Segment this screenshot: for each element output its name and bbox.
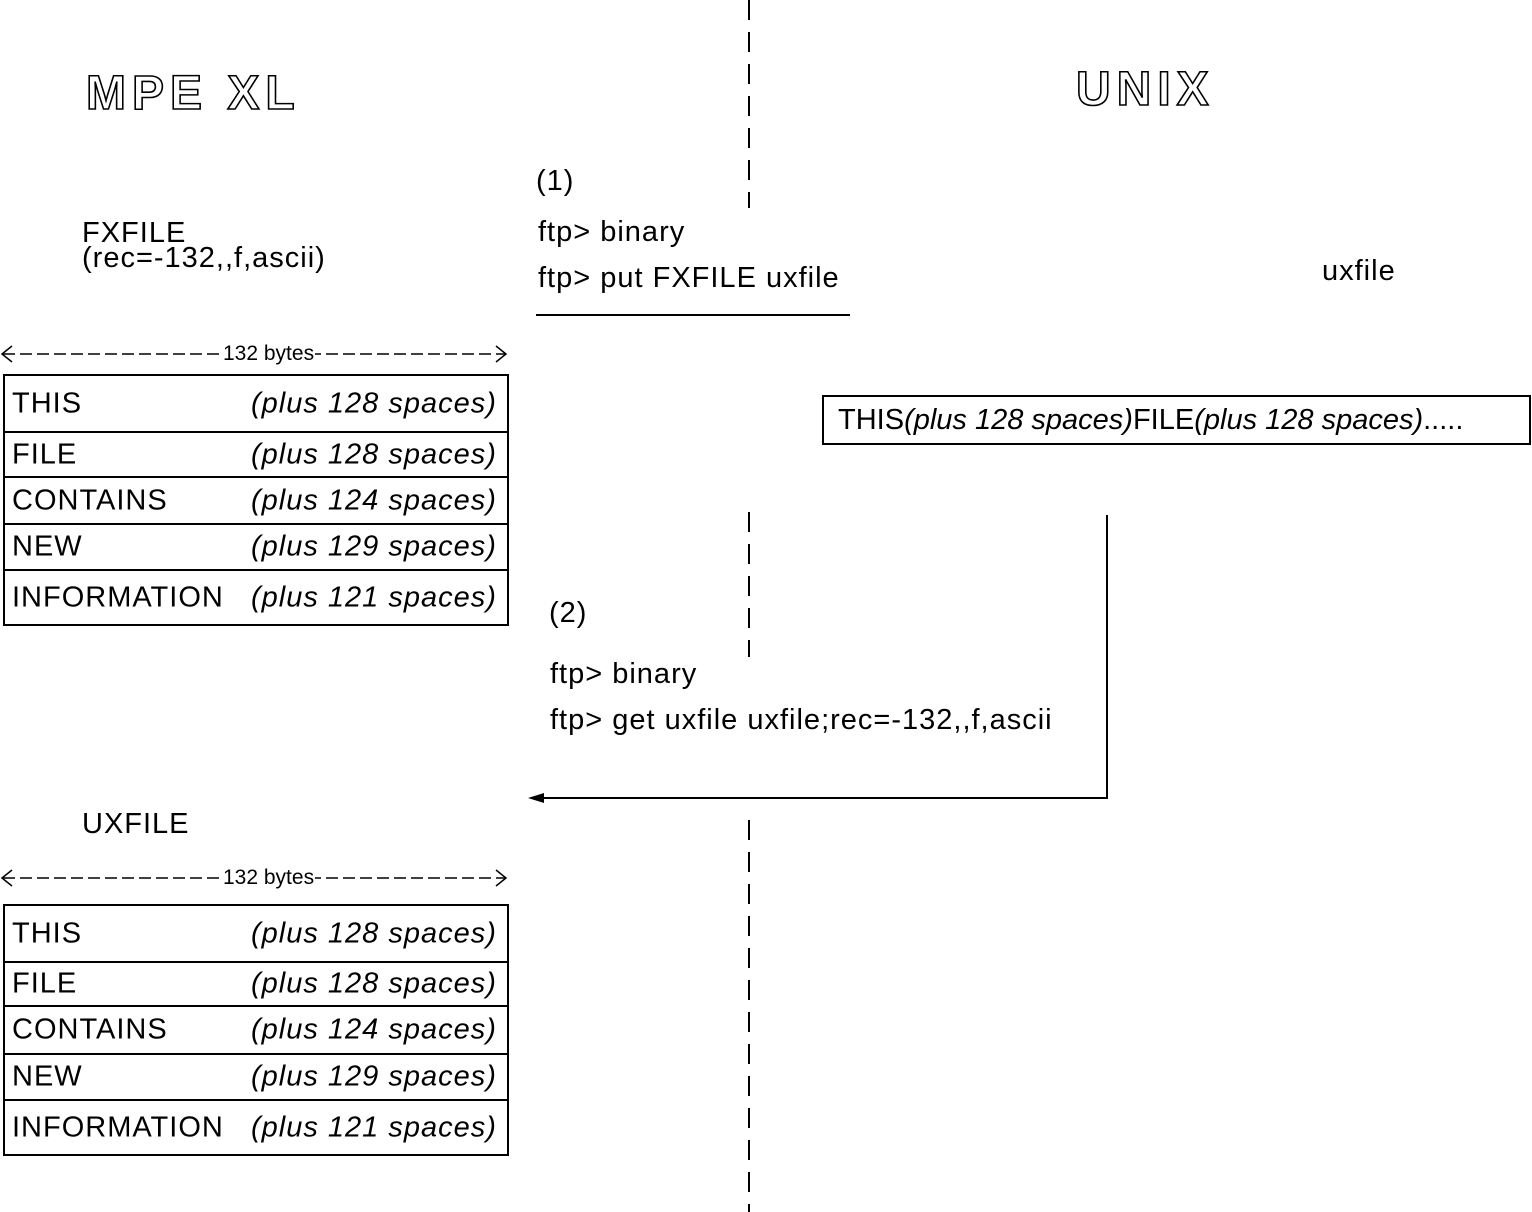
record-word: CONTAINS [12,1013,168,1046]
divider-middle [748,512,750,657]
source-file-name: FXFILE [82,217,187,249]
divider-bottom [748,820,750,1212]
record-word: CONTAINS [12,484,168,516]
record-word: FILE [12,438,78,470]
step2-command-binary: ftp> binary [550,658,698,690]
stream-ellipsis: ..... [1423,403,1464,436]
record-row: FILE (plus 128 spaces) [5,963,507,1007]
step1-command-binary: ftp> binary [538,216,686,248]
record-row: INFORMATION (plus 121 spaces) [5,1101,507,1154]
record-padding: (plus 124 spaces) [251,1013,497,1046]
transfer-arrow-right [536,314,850,316]
record-padding: (plus 128 spaces) [251,438,497,470]
stream-padding-1: (plus 128 spaces) [904,403,1133,436]
step2-command-get: ftp> get uxfile uxfile;rec=-132,,f,ascii [550,704,1053,736]
record-row: INFORMATION (plus 121 spaces) [5,571,507,624]
record-row: CONTAINS (plus 124 spaces) [5,478,507,525]
record-word: NEW [12,1060,83,1093]
record-row: NEW (plus 129 spaces) [5,525,507,571]
record-word: THIS [12,917,83,949]
record-padding: (plus 128 spaces) [251,967,497,1000]
unix-byte-stream-box: THIS(plus 128 spaces)FILE(plus 128 space… [822,395,1531,445]
dest-file-name: UXFILE [82,808,190,840]
record-width-ruler-top: 132 bytes [0,342,510,366]
record-word: NEW [12,530,83,563]
stream-word-file: FILE [1132,403,1195,436]
record-padding: (plus 128 spaces) [251,917,497,949]
record-row: NEW (plus 129 spaces) [5,1055,507,1101]
record-padding: (plus 129 spaces) [251,530,497,563]
mpe-xl-title: MPE XL [85,67,301,120]
dest-record-table: THIS (plus 128 spaces) FILE (plus 128 sp… [3,904,509,1156]
record-padding: (plus 121 spaces) [251,581,497,613]
record-row: CONTAINS (plus 124 spaces) [5,1007,507,1055]
record-word: INFORMATION [12,1111,224,1143]
record-word: FILE [12,967,78,1000]
source-file-attributes: (rec=-132,,f,ascii) [82,242,326,274]
unix-title: UNIX [1075,63,1215,116]
record-row: THIS (plus 128 spaces) [5,376,507,433]
record-padding: (plus 124 spaces) [251,484,497,516]
record-width-ruler-bottom: 132 bytes [0,866,510,890]
unix-file-name: uxfile [1322,255,1396,287]
record-word: INFORMATION [12,581,224,613]
source-record-table: THIS (plus 128 spaces) FILE (plus 128 sp… [3,374,509,626]
transfer-arrow-left [528,515,1108,803]
ruler-label-bottom: 132 bytes [222,866,316,890]
record-padding: (plus 121 spaces) [251,1111,497,1143]
divider-top [748,0,750,208]
record-padding: (plus 129 spaces) [251,1060,497,1093]
step1-marker: (1) [536,165,575,197]
record-row: THIS (plus 128 spaces) [5,906,507,963]
stream-padding-2: (plus 128 spaces) [1194,403,1424,436]
step2-marker: (2) [549,597,588,629]
record-padding: (plus 128 spaces) [251,387,497,419]
record-row: FILE (plus 128 spaces) [5,433,507,478]
ruler-label-top: 132 bytes [222,342,316,366]
record-word: THIS [12,387,83,419]
step1-command-put: ftp> put FXFILE uxfile [538,262,840,294]
stream-word-this: THIS [838,403,905,436]
